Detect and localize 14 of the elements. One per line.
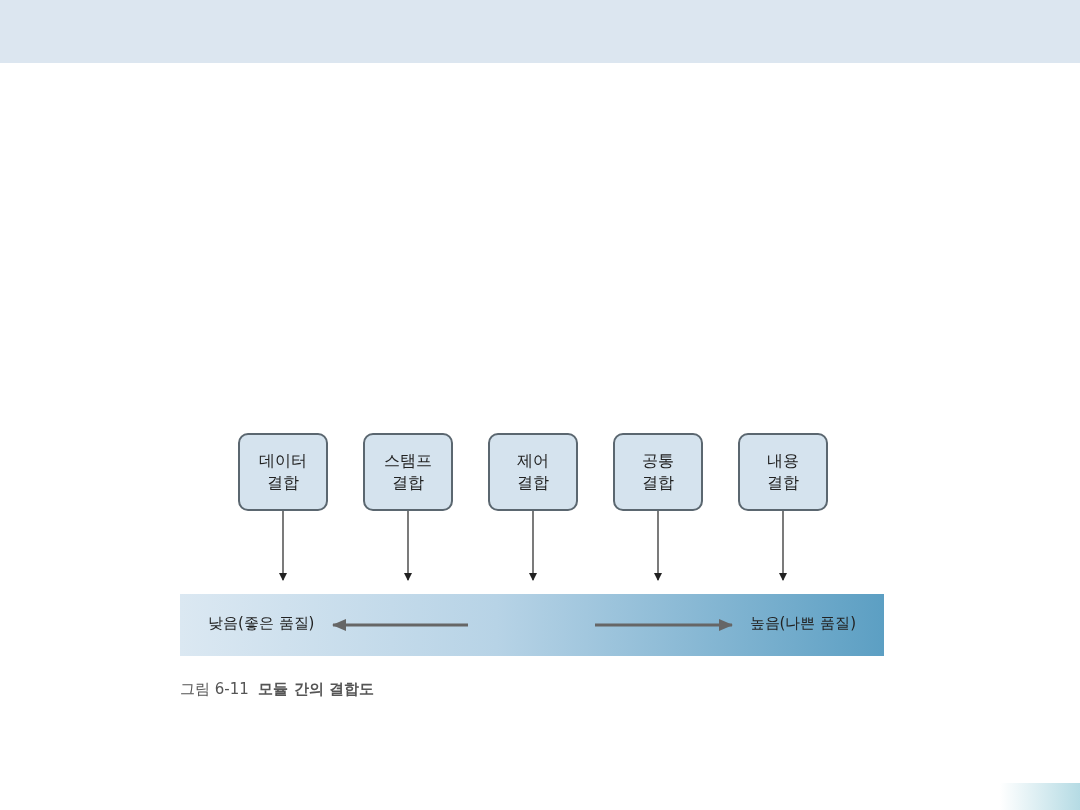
arrow <box>779 510 787 581</box>
arrow <box>404 510 412 581</box>
gradient-band <box>180 594 884 656</box>
figure-caption: 그림 6-11 모듈 간의 결합도 <box>180 680 374 699</box>
process-box: 데이터 결합 <box>238 433 328 511</box>
band-label: 높음(나쁜 품질) <box>749 614 856 633</box>
band-label: 낮음(좋은 품질) <box>208 614 315 633</box>
process-box: 내용 결합 <box>738 433 828 511</box>
process-box: 스탬프 결합 <box>363 433 453 511</box>
arrow <box>654 510 662 581</box>
arrow <box>529 510 537 581</box>
process-box: 공통 결합 <box>613 433 703 511</box>
arrow <box>279 510 287 581</box>
process-box: 제어 결합 <box>488 433 578 511</box>
